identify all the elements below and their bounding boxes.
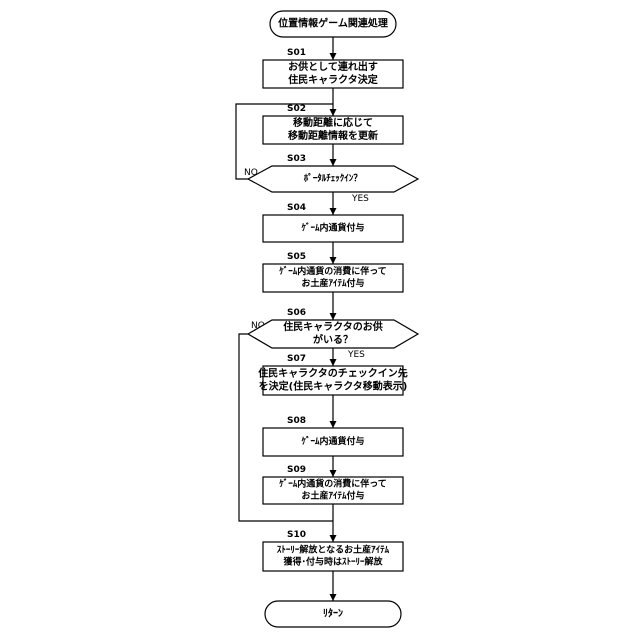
start-terminal: 位置情報ゲーム関連処理 <box>270 11 396 37</box>
step-id-label: S09 <box>287 465 306 475</box>
arrowhead-end <box>330 594 337 601</box>
step-s09-text-line-1: ｹﾞｰﾑ内通貨の消費に伴って <box>279 478 387 490</box>
step-id-label: S03 <box>287 154 306 164</box>
branch-label-yes-s03: YES <box>351 194 369 204</box>
arrowhead-s09 <box>330 470 337 477</box>
step-s05-text-line-2: お土産ｱｲﾃﾑ付与 <box>301 277 364 289</box>
step-id-label: S07 <box>287 354 306 364</box>
step-s06-text-line-2: がいる？ <box>313 333 353 346</box>
arrowhead-s05 <box>330 257 337 264</box>
start-terminal-label: 位置情報ゲーム関連処理 <box>278 17 388 30</box>
step-id-label: S01 <box>287 48 306 58</box>
step-s07-text-line-1: 住民キャラクタのチェックイン先 <box>258 367 408 380</box>
step-s01-text-line-2: 住民キャラクタ決定 <box>288 73 378 86</box>
step-s03-text-line-1: ﾎﾟｰﾀﾙﾁｪｯｸｲﾝ？ <box>304 172 363 184</box>
step-id-label: S10 <box>287 530 306 540</box>
end-terminal-label: ﾘﾀｰﾝ <box>323 607 343 620</box>
step-id-label: S08 <box>287 416 306 426</box>
arrowhead-s06 <box>330 313 337 320</box>
arrowhead-s03 <box>330 159 337 166</box>
arrowhead-s01 <box>330 53 337 60</box>
step-s06-text-line-1: 住民キャラクタのお供 <box>283 320 383 333</box>
arrowhead-s10 <box>330 535 337 542</box>
step-s04-text-line-1: ｹﾞｰﾑ内通貨付与 <box>301 222 364 234</box>
end-terminal: ﾘﾀｰﾝ <box>265 601 401 627</box>
arrowhead-s08 <box>330 421 337 428</box>
arrowhead-s02 <box>330 109 337 116</box>
step-s01-text-line-1: お供として連れ出す <box>288 60 378 73</box>
step-id-label: S02 <box>287 104 306 114</box>
step-s05-text-line-1: ｹﾞｰﾑ内通貨の消費に伴って <box>279 265 387 277</box>
step-s10-text-line-1: ｽﾄｰﾘｰ解放となるお土産ｱｲﾃﾑ <box>277 544 390 556</box>
step-id-label: S05 <box>287 252 306 262</box>
step-s08-text-line-1: ｹﾞｰﾑ内通貨付与 <box>301 435 364 447</box>
step-id-label: S06 <box>287 308 306 318</box>
branch-label-yes-s06: YES <box>347 350 365 360</box>
step-s02-text-line-1: 移動距離に応じて <box>293 116 373 129</box>
step-s02-text-line-2: 移動距離情報を更新 <box>288 129 378 142</box>
arrowhead-s04 <box>330 208 337 215</box>
step-s10-text-line-2: 獲得･付与時はｽﾄｰﾘｰ解放 <box>283 556 383 568</box>
step-s09-text-line-2: お土産ｱｲﾃﾑ付与 <box>301 490 364 502</box>
step-id-label: S04 <box>287 203 306 213</box>
step-s07-text-line-2: を決定(住民キャラクタ移動表示) <box>259 380 408 393</box>
arrowhead-s07 <box>330 359 337 366</box>
